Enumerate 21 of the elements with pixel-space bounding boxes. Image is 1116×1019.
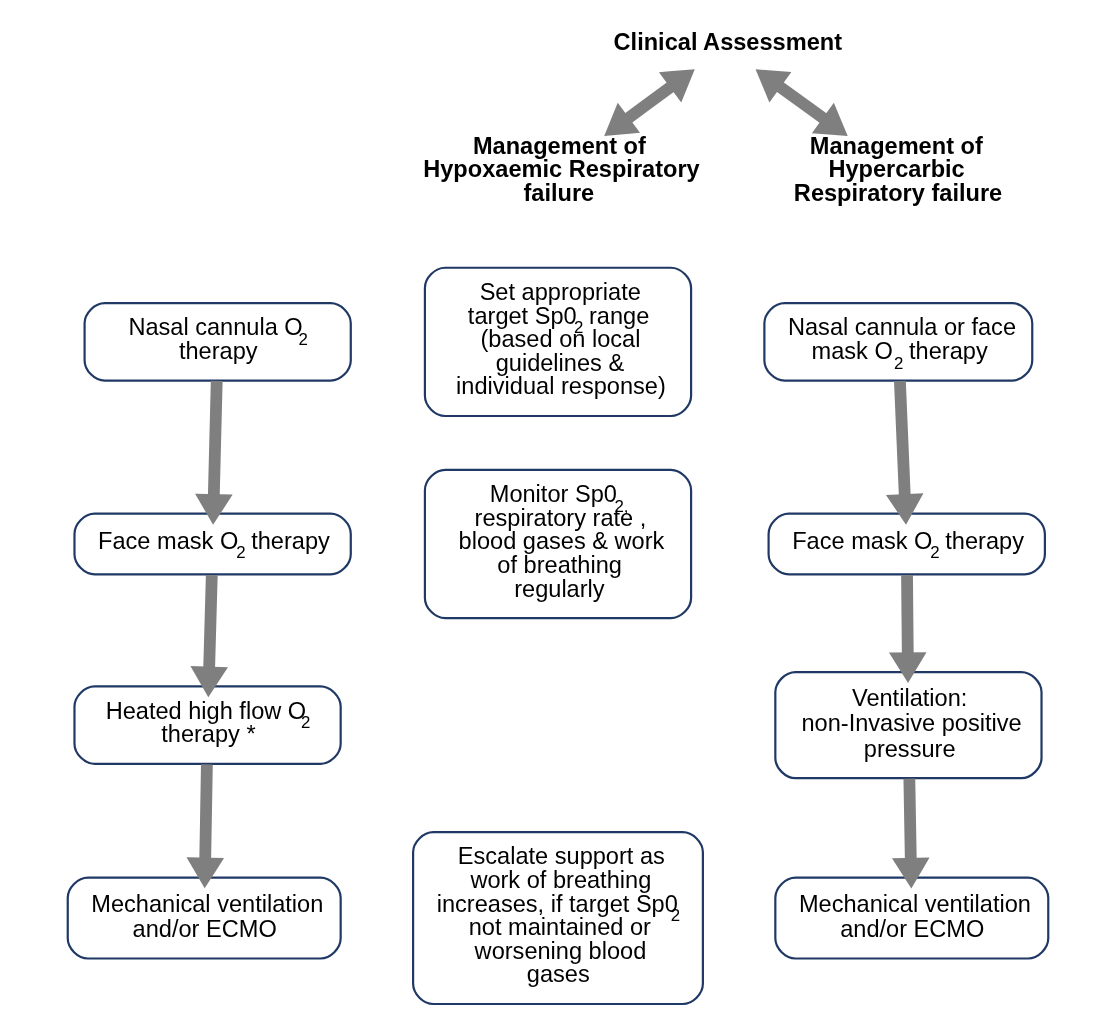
node-box: Mechanical ventilation and/or ECMO [774,876,1050,960]
node-box: Monitor Sp0$_{2,}$ respiratory rate , blood gases & work of breathing regularly [423,468,693,620]
node-box: Heated high flow O$_{2}$ therapy * [73,685,342,765]
node-box: Face mask O$_{2}$ therapy [767,512,1046,576]
node-box: Nasal cannula or face mask O$_{2}$ therapy [763,302,1034,382]
node-box: Ventilation: non-Invasive positive pressure [774,671,1043,780]
arrow [891,778,930,889]
node-text: Management of Hypoxaemic Respiratory failure [423,132,700,206]
arrow [186,764,225,889]
arrow [885,380,924,525]
arrow [190,574,228,698]
node-box: Mechanical ventilation and/or ECMO [66,876,342,960]
node-box: Set appropriate target Sp0$_{2}$ range (based on local guidelines & individual response) [423,266,693,418]
node-box: Face mask O$_{2}$ therapy [73,512,352,576]
arrow [888,575,927,684]
arrow [604,69,695,136]
node-box: Nasal cannula O$_{2}$ therapy [83,302,352,382]
node-text: Clinical Assessment [613,28,843,55]
node-text: Management of Hypercarbic Respiratory failure [793,132,1003,206]
arrow [195,380,233,525]
arrow [755,69,848,136]
